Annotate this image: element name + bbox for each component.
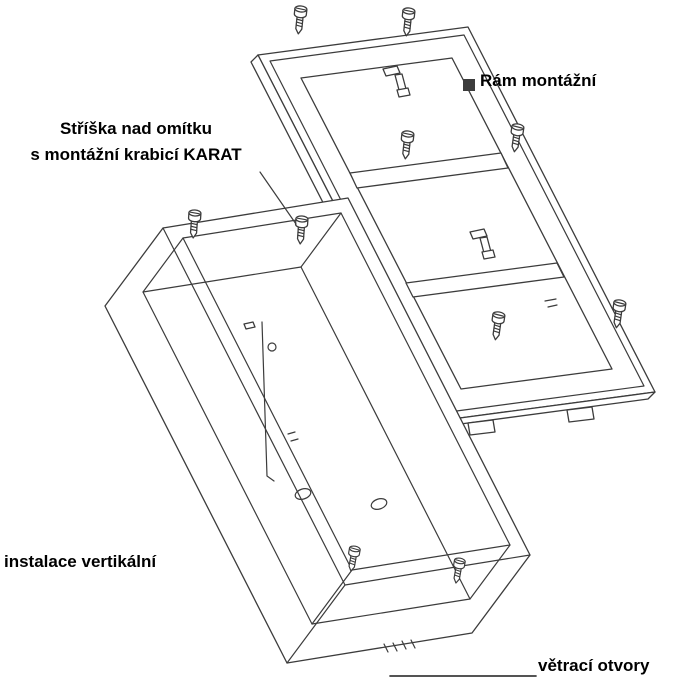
- frame-marker-square: [463, 79, 475, 91]
- mounting-box: [104, 197, 531, 664]
- label-vent-holes: větrací otvory: [538, 656, 650, 675]
- label-canopy-line2: s montážní krabicí KARAT: [30, 145, 242, 165]
- annotations: [259, 79, 537, 677]
- canopy-leader-line: [259, 171, 297, 225]
- label-canopy-line1: Stříška nad omítku: [59, 119, 213, 138]
- label-canopy: Stříška nad omítku s montážní krabicí KA…: [8, 116, 264, 169]
- screw: [399, 6, 416, 38]
- screw: [291, 4, 308, 36]
- label-installation: instalace vertikální: [4, 552, 157, 571]
- label-mounting-frame: Rám montážní: [480, 71, 597, 90]
- vent-holes: [383, 639, 416, 653]
